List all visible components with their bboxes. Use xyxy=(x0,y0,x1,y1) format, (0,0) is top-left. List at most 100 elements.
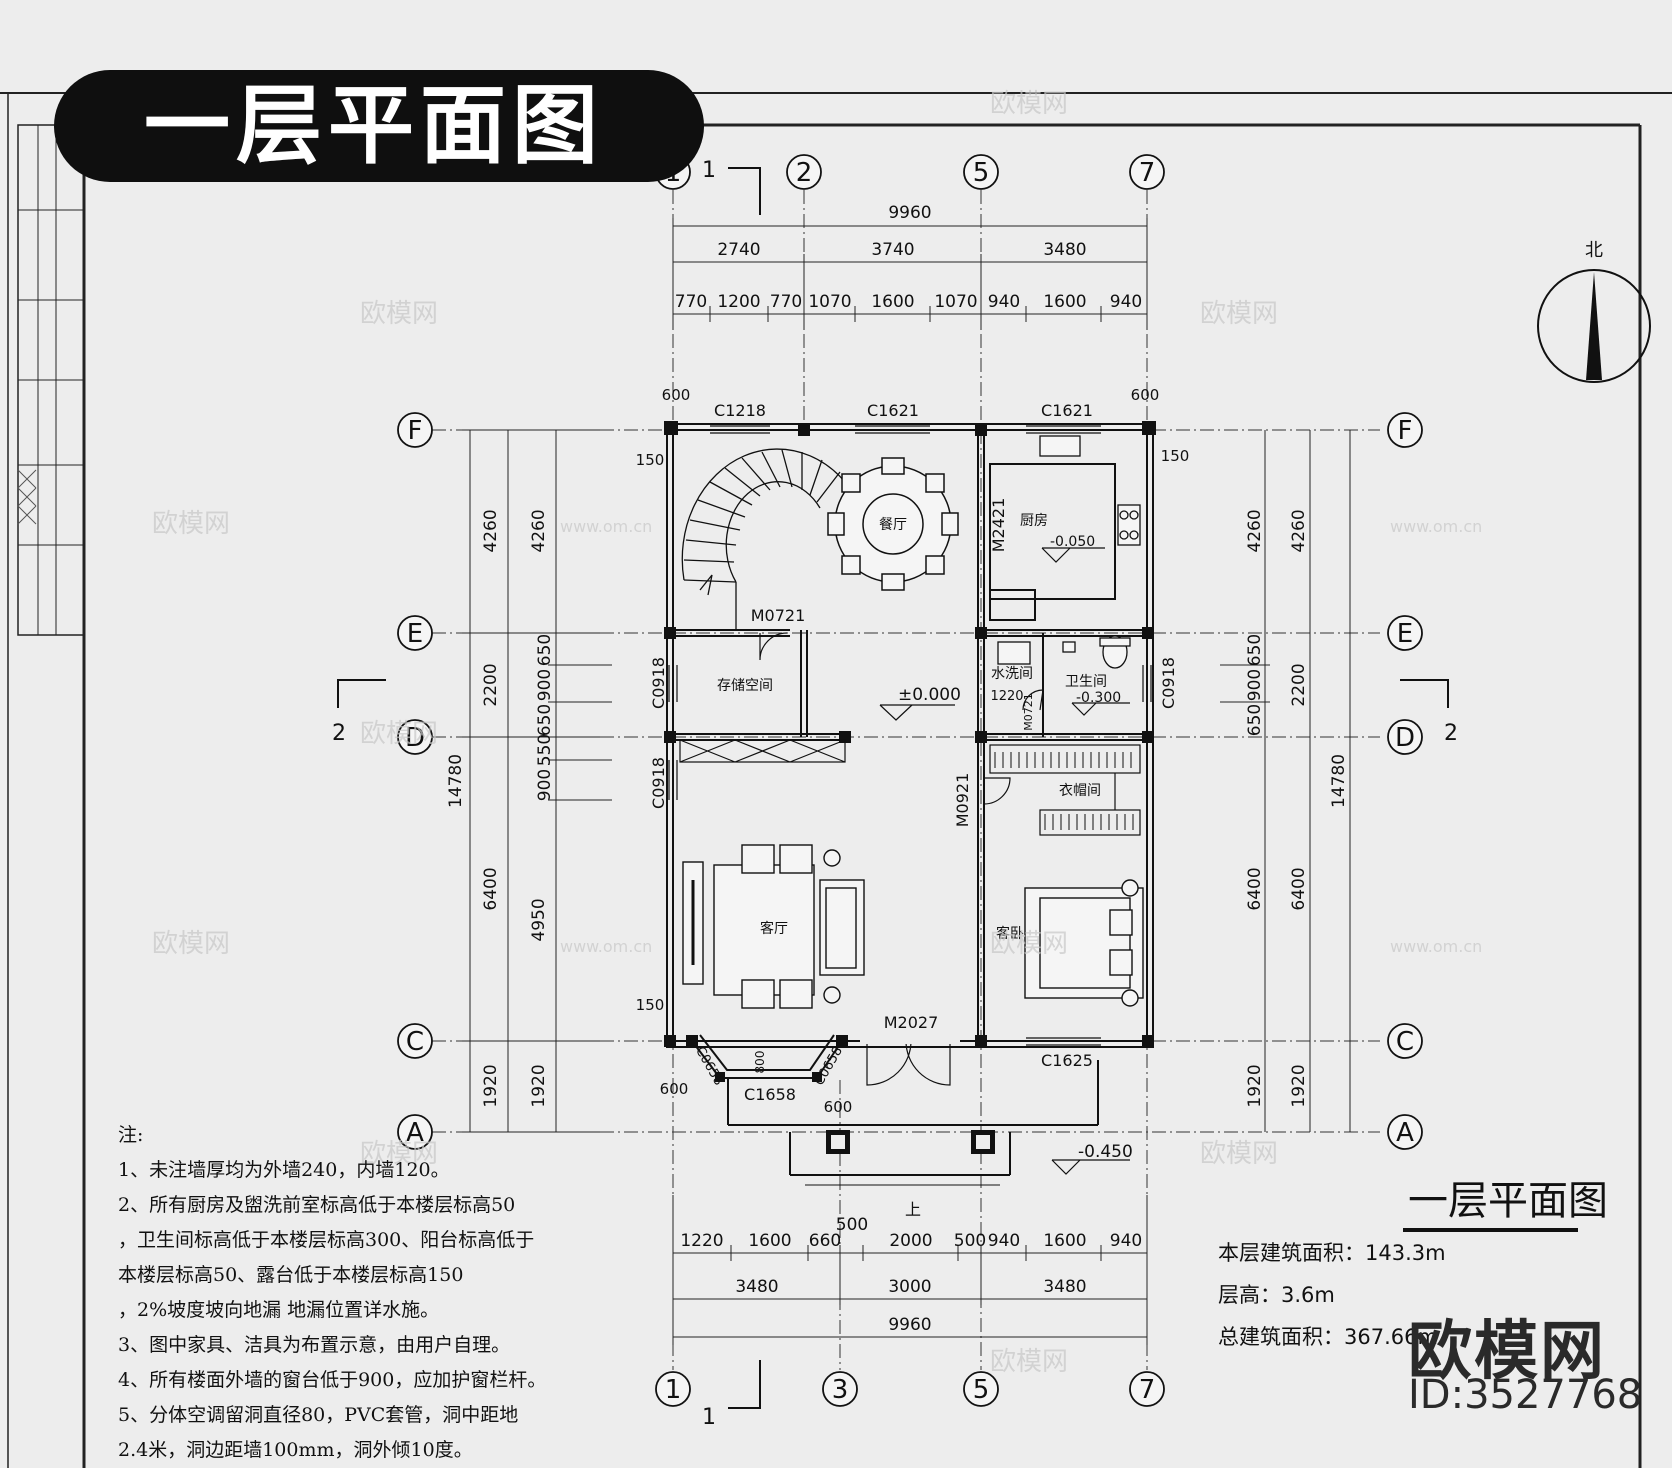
note-line: 3、图中家具、洁具为布置示意，由用户自理。 xyxy=(118,1334,511,1356)
svg-text:5: 5 xyxy=(973,158,990,188)
grid-bubble-right-D: D xyxy=(1387,719,1423,755)
drawing-notes: 注: 1、未注墙厚均为外墙240，内墙120。 2、所有厨房及盥洗前室标高低于本… xyxy=(118,1118,546,1468)
svg-text:14780: 14780 xyxy=(1329,754,1349,808)
room-label-storage: 存储空间 xyxy=(717,678,773,694)
svg-text:1920: 1920 xyxy=(529,1064,549,1107)
svg-text:-0.050: -0.050 xyxy=(1050,534,1095,550)
grid-bubbles: 1 2 5 7 1 3 5 7 F E D C A F E D C A xyxy=(397,154,1423,1407)
bedroom-furniture xyxy=(1024,879,1144,1007)
total-area: 总建筑面积：367.66m xyxy=(1218,1325,1438,1349)
svg-text:9960: 9960 xyxy=(888,203,931,223)
grid-bubble-left-F: F xyxy=(397,412,433,448)
svg-text:2: 2 xyxy=(1444,721,1458,746)
svg-text:1220: 1220 xyxy=(680,1231,723,1251)
svg-text:940: 940 xyxy=(1110,1231,1142,1251)
svg-text:A: A xyxy=(406,1118,424,1148)
svg-text:C1621: C1621 xyxy=(1041,401,1093,420)
svg-text:欧模网: 欧模网 xyxy=(360,1139,438,1169)
svg-text:C0658: C0658 xyxy=(812,1044,846,1088)
left-dimensions: 4260 2200 14780 6400 1920 4260 4950 1920… xyxy=(446,429,612,1133)
grid-bubble-top-5: 5 xyxy=(963,154,999,190)
svg-text:600: 600 xyxy=(824,1098,853,1116)
svg-text:欧模网: 欧模网 xyxy=(990,89,1068,119)
svg-text:940: 940 xyxy=(1110,292,1142,312)
grid-bubble-left-D: D xyxy=(397,719,433,755)
svg-text:1: 1 xyxy=(702,158,716,183)
svg-text:C0918: C0918 xyxy=(649,657,668,709)
wardrobe-hatching xyxy=(994,752,1134,830)
watermark-logo: 欧模网 xyxy=(1408,1315,1606,1389)
svg-text:欧模网: 欧模网 xyxy=(990,929,1068,959)
room-label-living: 客厅 xyxy=(760,920,788,937)
svg-text:M0721: M0721 xyxy=(751,606,806,625)
svg-text:欧模网: 欧模网 xyxy=(1200,1139,1278,1169)
svg-text:www.om.cn: www.om.cn xyxy=(1390,517,1482,536)
stair-up-label: 上 xyxy=(905,1200,921,1219)
note-line: 5、分体空调留洞直径80，PVC套管，洞中距地 xyxy=(118,1404,519,1426)
svg-text:±0.000: ±0.000 xyxy=(898,685,961,705)
grid-bubble-left-C: C xyxy=(397,1023,433,1059)
svg-text:C: C xyxy=(1396,1027,1414,1057)
grid-bubble-left-E: E xyxy=(397,615,433,651)
svg-text:660: 660 xyxy=(809,1231,841,1251)
svg-text:500: 500 xyxy=(954,1231,986,1251)
svg-text:500: 500 xyxy=(836,1215,868,1235)
grid-bubble-right-C: C xyxy=(1387,1023,1423,1059)
svg-text:-0.300: -0.300 xyxy=(1076,690,1121,706)
svg-text:2200: 2200 xyxy=(1289,663,1309,706)
svg-text:6400: 6400 xyxy=(1289,867,1309,910)
svg-text:600: 600 xyxy=(1131,386,1160,404)
room-label-dining: 餐厅 xyxy=(879,517,907,533)
svg-text:600: 600 xyxy=(662,386,691,404)
svg-text:4260: 4260 xyxy=(1245,509,1265,552)
svg-text:2000: 2000 xyxy=(889,1231,932,1251)
dining-table xyxy=(827,457,959,591)
svg-text:C1625: C1625 xyxy=(1041,1051,1093,1070)
svg-text:1920: 1920 xyxy=(1245,1064,1265,1107)
svg-text:1920: 1920 xyxy=(1289,1064,1309,1107)
svg-text:1070: 1070 xyxy=(808,292,851,312)
svg-text:C0918: C0918 xyxy=(649,757,668,809)
svg-text:770: 770 xyxy=(675,292,707,312)
doors xyxy=(759,632,1044,1086)
spiral-stair xyxy=(681,448,861,630)
svg-text:F: F xyxy=(408,416,423,446)
svg-text:M2421: M2421 xyxy=(989,498,1008,553)
svg-text:900: 900 xyxy=(535,769,555,801)
svg-text:D: D xyxy=(405,723,425,753)
svg-text:F: F xyxy=(1398,416,1413,446)
grid-bubble-left-A: A xyxy=(397,1114,433,1150)
svg-text:1600: 1600 xyxy=(1043,292,1086,312)
floor-area: 本层建筑面积：143.3m xyxy=(1218,1241,1446,1265)
grid-bubble-right-F: F xyxy=(1387,412,1423,448)
note-line: ，卫生间标高低于本楼层标高300、阳台标高低于 xyxy=(118,1229,535,1251)
svg-text:770: 770 xyxy=(770,292,802,312)
svg-text:欧模网: 欧模网 xyxy=(152,929,230,959)
room-label-bathroom: 卫生间 xyxy=(1065,674,1107,690)
section-marks: 1 1 2 2 xyxy=(332,158,1458,1430)
grid-bubble-top-2: 2 xyxy=(786,154,822,190)
wardrobes xyxy=(679,739,1141,836)
svg-text:欧模网: 欧模网 xyxy=(360,299,438,329)
grid-bubble-bottom-1: 1 xyxy=(655,1371,691,1407)
note-line: ，2%坡度坡向地漏 地漏位置详水施。 xyxy=(118,1299,440,1321)
svg-text:C0658: C0658 xyxy=(692,1044,726,1088)
svg-text:欧模网: 欧模网 xyxy=(152,509,230,539)
svg-text:www.om.cn: www.om.cn xyxy=(1390,937,1482,956)
svg-text:E: E xyxy=(1397,619,1413,649)
svg-text:M0921: M0921 xyxy=(953,773,972,828)
svg-text:4260: 4260 xyxy=(1289,509,1309,552)
svg-text:1070: 1070 xyxy=(934,292,977,312)
floor-height: 层高：3.6m xyxy=(1218,1283,1335,1307)
kitchen-fixtures xyxy=(997,435,1141,669)
svg-text:14780: 14780 xyxy=(446,754,466,808)
notes-heading: 注: xyxy=(118,1124,144,1146)
svg-text:650: 650 xyxy=(535,634,555,666)
svg-text:650: 650 xyxy=(535,704,555,736)
svg-text:4260: 4260 xyxy=(529,509,549,552)
svg-text:550: 550 xyxy=(535,734,555,766)
svg-text:150: 150 xyxy=(636,996,665,1014)
svg-text:1600: 1600 xyxy=(1043,1231,1086,1251)
svg-text:6400: 6400 xyxy=(481,867,501,910)
drawing-title: 一层平面图 xyxy=(1408,1178,1608,1224)
